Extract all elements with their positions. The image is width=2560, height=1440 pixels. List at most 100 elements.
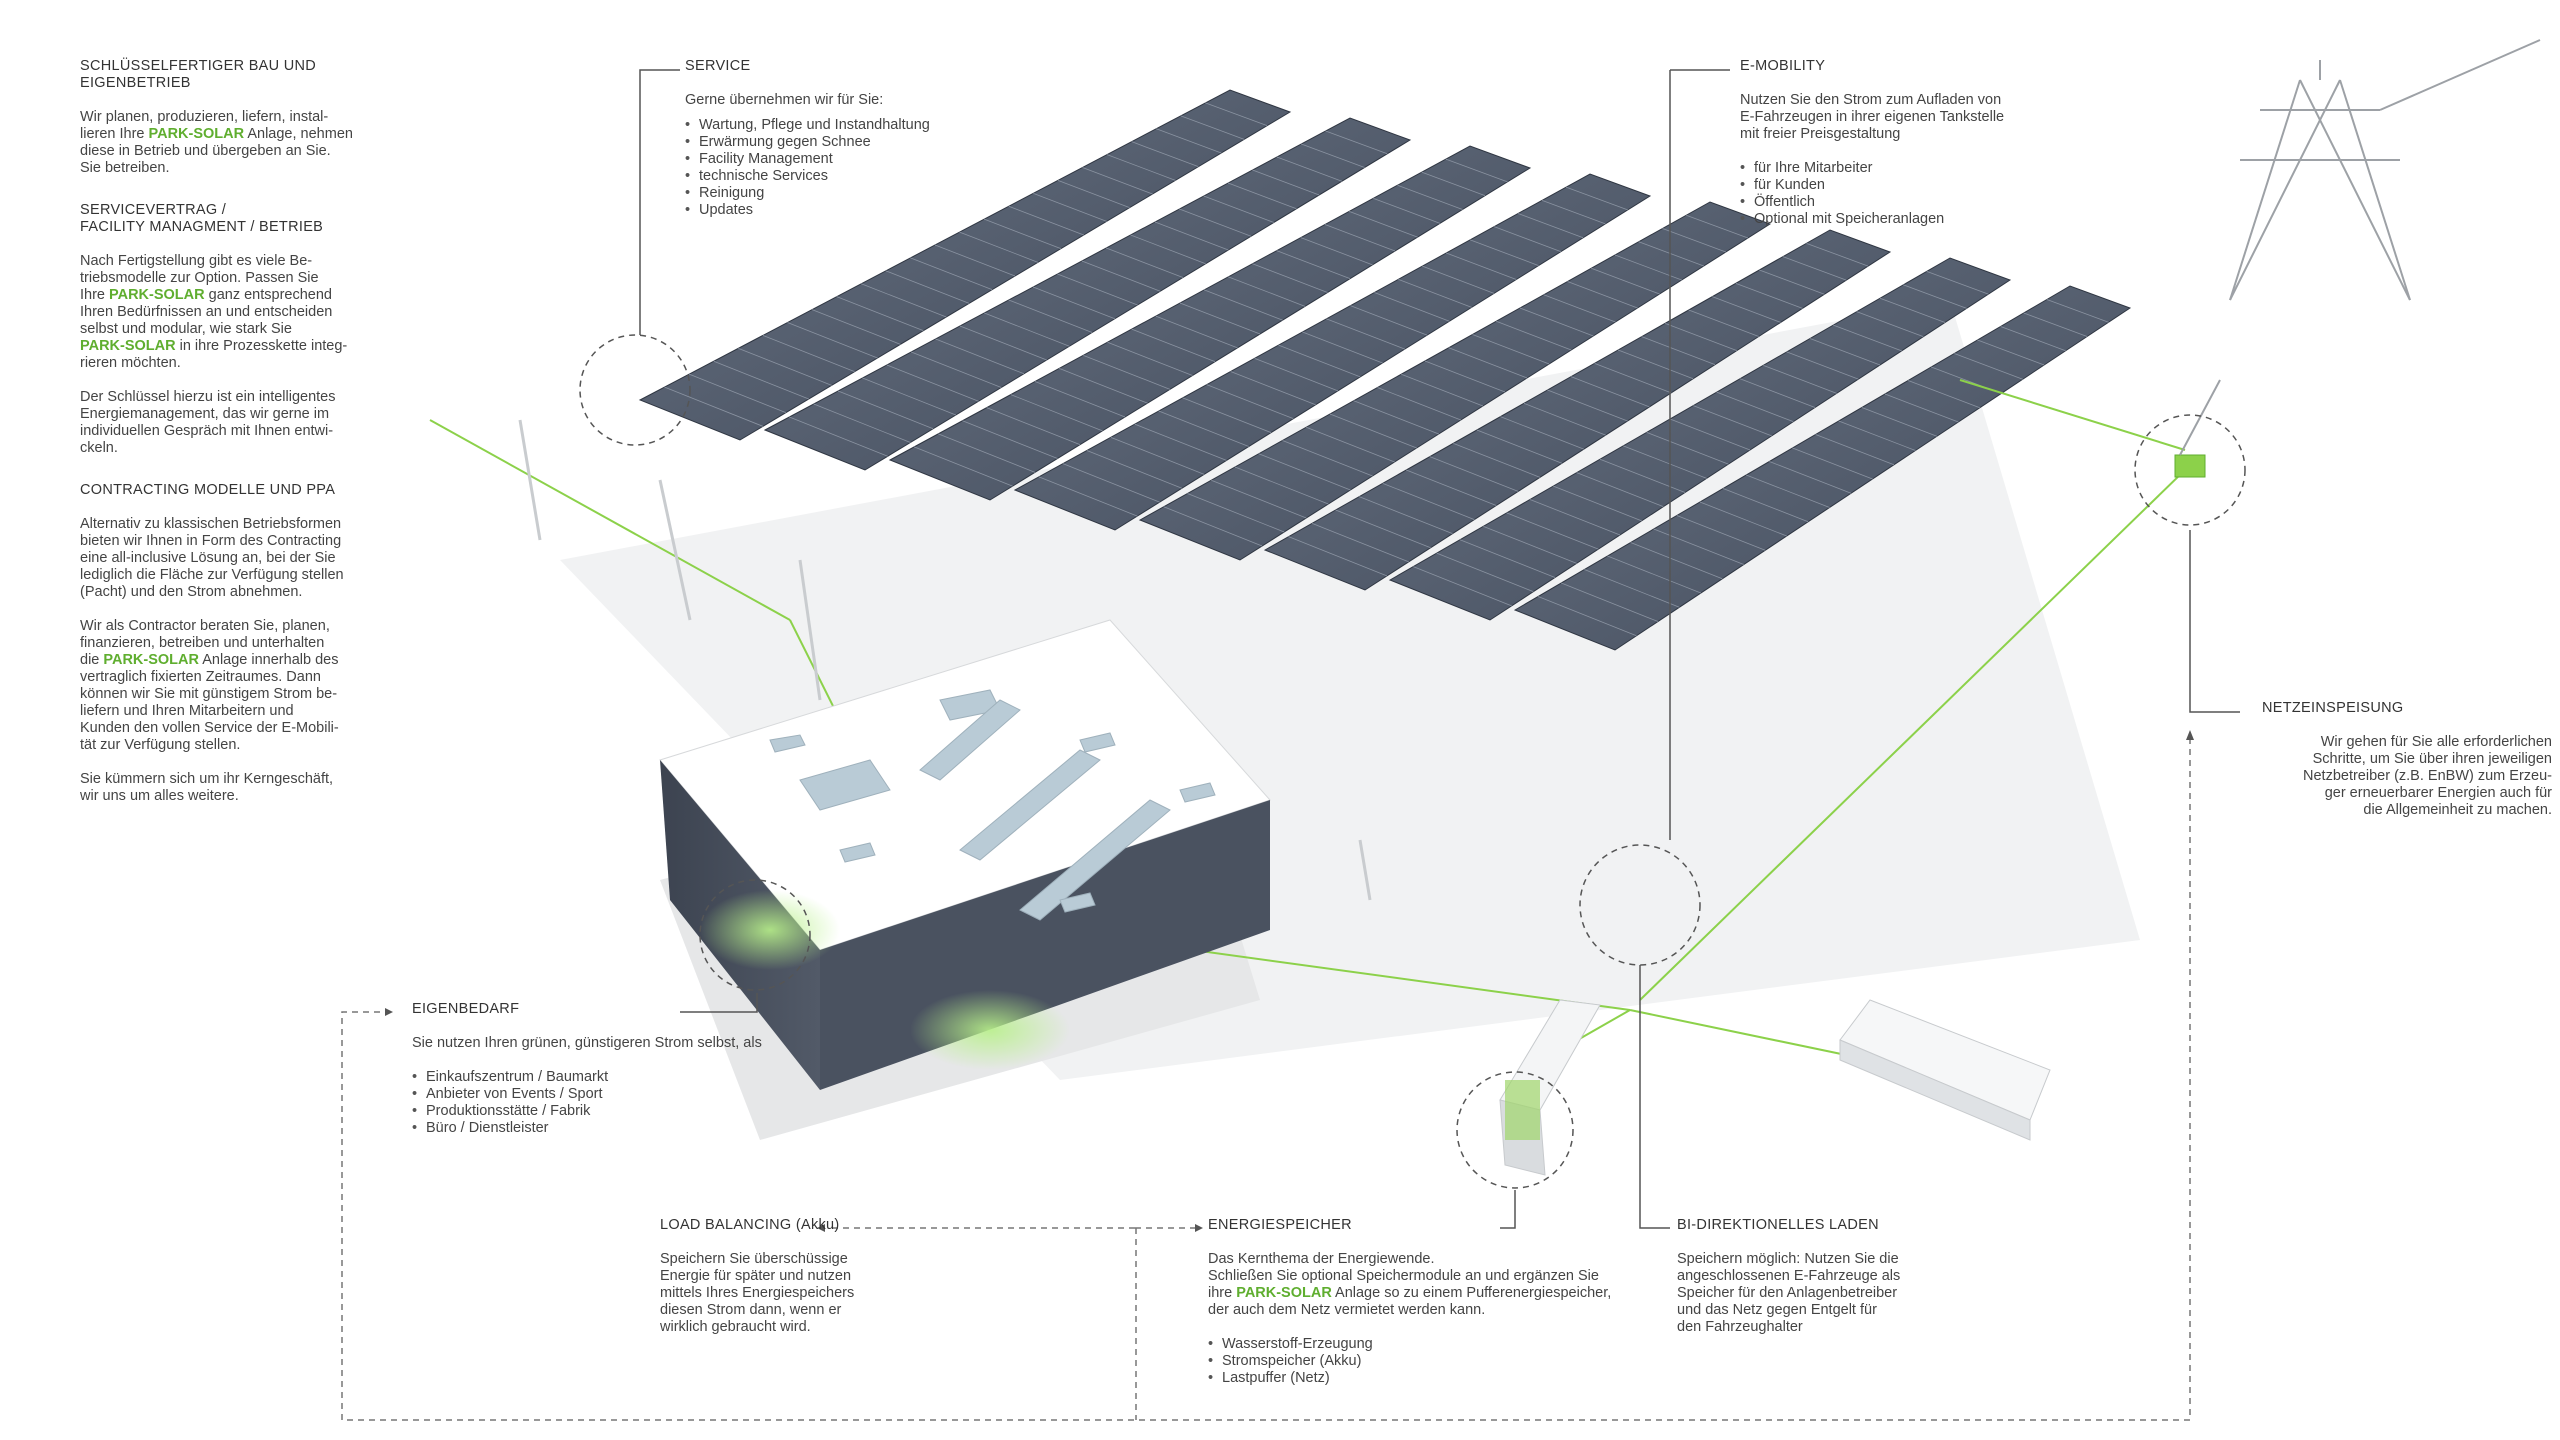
load-text: Speichern Sie überschüssige Energie für … xyxy=(660,1251,855,1335)
list-item: Wartung, Pflege und Instandhaltung xyxy=(685,117,1005,134)
panel-seam xyxy=(935,338,1025,375)
panel-seam xyxy=(837,390,934,430)
panel-seam xyxy=(1156,128,1222,154)
panel-seam xyxy=(1769,461,1852,494)
panel-seam xyxy=(1421,171,1486,197)
panel-seam xyxy=(1786,351,1859,380)
panel-seam xyxy=(1302,331,1383,364)
panel-seam xyxy=(1008,205,1084,236)
panel-seam xyxy=(1436,552,1534,593)
focus-circles xyxy=(579,334,2246,1189)
panel-seam xyxy=(1884,393,1959,423)
panel-seam xyxy=(911,351,1002,388)
panel-seam xyxy=(789,416,888,457)
panel-seam xyxy=(1856,311,1924,338)
electric-bus xyxy=(1839,999,2051,1141)
section-title-servicevertrag: SERVICEVERTRAG / FACILITY MANAGMENT / BE… xyxy=(80,202,324,235)
panel-seam xyxy=(1553,485,1642,522)
panel-seam xyxy=(1763,364,1837,394)
panel-seam xyxy=(1008,299,1093,333)
panel-seam xyxy=(1413,566,1512,607)
panel-seam xyxy=(738,347,832,386)
panel-seam xyxy=(2023,312,2088,337)
panel-seam xyxy=(1311,522,1409,563)
list-item: Facility Management xyxy=(685,151,1005,168)
emobility-block: E-MOBILITY Nutzen Sie den Strom zum Aufl… xyxy=(1740,58,2060,228)
panel-seam xyxy=(1326,318,1405,350)
panel-seam xyxy=(1203,195,1274,223)
panel-seam xyxy=(1301,143,1365,168)
panel-seam xyxy=(1693,405,1772,437)
panel-seam xyxy=(1641,336,1716,366)
panel-seam xyxy=(959,325,1047,361)
power-pylon xyxy=(2179,39,2541,456)
energiespeicher-block: ENERGIESPEICHER Das Kernthema der Energi… xyxy=(1208,1217,1648,1387)
panel-seam xyxy=(1746,474,1830,508)
panel-seam xyxy=(1306,426,1395,463)
panel-seam xyxy=(862,377,956,416)
speicher-text: Das Kernthema der Energiewende. Schließe… xyxy=(1208,1251,1612,1318)
panel-seam xyxy=(1669,418,1751,451)
panel-seam xyxy=(1954,353,2023,380)
panel-seam xyxy=(1252,263,1328,293)
panel-seam xyxy=(1809,338,1881,366)
panel-seam xyxy=(1739,378,1816,408)
panel-seam xyxy=(1059,368,1148,404)
panel-seam xyxy=(1131,328,1216,363)
panel-seam xyxy=(1230,371,1316,406)
panel-seam xyxy=(1838,420,1916,451)
section-text-contracting: Alternativ zu klassischen Betriebsformen… xyxy=(80,516,344,600)
panel-seam xyxy=(1353,400,1439,435)
grid-connection-box xyxy=(2174,454,2206,478)
panel-seam xyxy=(1599,458,1686,493)
panel-seam xyxy=(1377,387,1461,421)
emobility-list: für Ihre Mitarbeiter für Kunden Öffentli… xyxy=(1740,160,2060,228)
panel-seam xyxy=(986,407,1081,446)
panel-seam xyxy=(1445,158,1508,183)
panel-seam xyxy=(1163,506,1263,547)
panel-seam xyxy=(1234,466,1329,505)
panel-seam xyxy=(861,283,947,318)
panel-seam xyxy=(1448,347,1528,379)
panel-seam xyxy=(1180,115,1245,140)
panel-seam xyxy=(1374,292,1450,322)
panel-seam xyxy=(938,433,1036,473)
panel-seam xyxy=(713,360,809,400)
panel-seam xyxy=(1926,271,1989,295)
eigenbedarf-block: EIGENBEDARF Sie nutzen Ihren grünen, gün… xyxy=(412,1001,832,1137)
service-list: Wartung, Pflege und Instandhaltung Erwär… xyxy=(685,117,1005,219)
panel-seam xyxy=(689,373,786,414)
panel-seam xyxy=(1722,488,1809,523)
panel-seam xyxy=(836,296,924,332)
panel-seam xyxy=(1735,282,1803,309)
panel-seam xyxy=(1187,493,1285,533)
panel-seam xyxy=(1349,211,1418,238)
panel-seam xyxy=(1131,141,1199,168)
panel-seam xyxy=(1565,186,1628,211)
load-title: LOAD BALANCING (Akku) xyxy=(660,1217,840,1233)
panel-seam xyxy=(1446,252,1517,280)
section-title-schluesselfertig: SCHLÜSSELFERTIGER BAU UND EIGENBETRIEB xyxy=(80,58,317,91)
panel-seam xyxy=(1676,515,1766,551)
section-title-contracting: CONTRACTING MODELLE UND PPA xyxy=(80,482,336,498)
panel-seam xyxy=(1130,234,1206,265)
panel-seam xyxy=(1288,536,1388,577)
panel-seam xyxy=(1782,256,1847,281)
panel-seam xyxy=(1833,324,1902,352)
panel-seam xyxy=(787,322,878,359)
panel-seam xyxy=(1561,582,1659,622)
panel-seam xyxy=(1529,499,1621,536)
panel-seam xyxy=(1335,509,1431,549)
panel-seam xyxy=(1815,434,1895,466)
list-item: Stromspeicher (Akku) xyxy=(1208,1353,1648,1370)
list-item: Produktionsstätte / Fabrik xyxy=(412,1103,832,1120)
panel-seam xyxy=(910,257,993,291)
panel-seam xyxy=(1324,224,1396,252)
panel-seam xyxy=(1062,463,1160,503)
panel-seam xyxy=(1623,445,1707,479)
panel-seam xyxy=(1276,156,1343,182)
panel-seam xyxy=(1227,182,1297,210)
arrow-heads xyxy=(385,730,2194,1232)
panel-seam xyxy=(1646,432,1729,465)
section-text-schluesselfertig: Wir planen, produzieren, liefern, instal… xyxy=(80,109,353,176)
